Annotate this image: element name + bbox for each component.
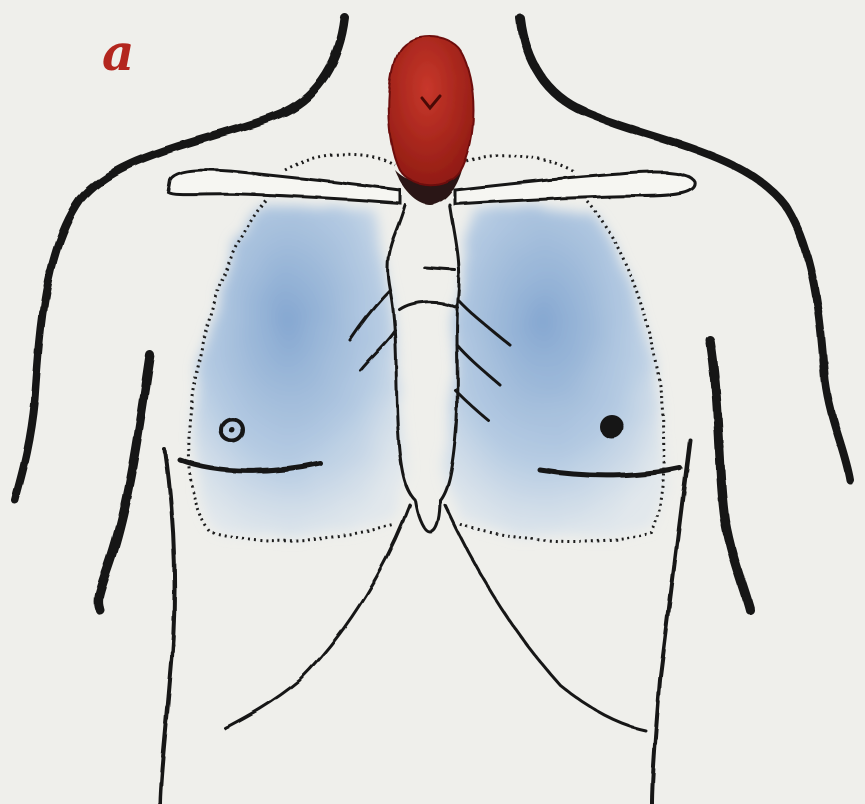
thyroid-gland (389, 37, 474, 186)
panel-label: a (102, 23, 134, 82)
right-nipple-center (229, 427, 235, 433)
left-nipple (600, 415, 624, 439)
